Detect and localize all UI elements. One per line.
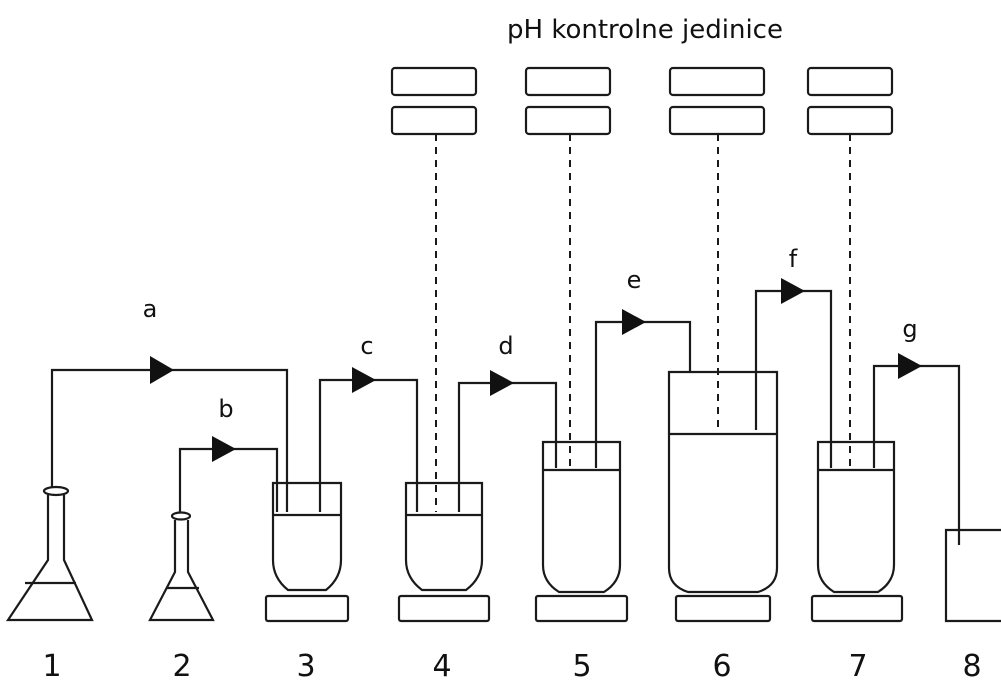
vessel-number-7: 7 [848,649,867,684]
vessel-number-2: 2 [172,649,191,684]
flow-label-c: c [360,332,373,360]
reactor-5 [534,440,629,623]
collector-8 [944,528,1001,623]
flask-1 [5,485,94,622]
flask-2 [148,511,215,622]
ph-control-unit-3 [668,66,766,136]
reactor-3 [264,481,350,623]
vessel-number-4: 4 [432,649,451,684]
flow-line-g [872,353,961,545]
flow-line-d [457,370,558,512]
flow-label-d: d [498,332,513,360]
ph-control-unit-2 [524,66,612,136]
vessel-number-8: 8 [962,649,981,684]
vessel-number-5: 5 [572,649,591,684]
flow-line-f [754,278,833,468]
vessel-number-6: 6 [712,649,731,684]
flow-line-c [318,367,419,512]
flow-label-a: a [143,295,158,323]
reactor-6 [667,370,779,623]
diagram-title: pH kontrolne jedinice [507,15,783,45]
flow-line-e [594,309,692,468]
vessel-number-3: 3 [296,649,315,684]
flow-line-b [178,436,279,512]
flow-label-g: g [902,315,917,343]
ph-control-unit-4 [806,66,894,136]
flow-line-a [50,356,289,512]
reactor-7 [810,440,904,623]
vessel-number-1: 1 [42,649,61,684]
flow-label-f: f [789,245,798,273]
ph-control-unit-1 [390,66,478,136]
flow-label-e: e [627,266,642,294]
flow-label-b: b [218,395,233,423]
reactor-4 [397,481,491,623]
